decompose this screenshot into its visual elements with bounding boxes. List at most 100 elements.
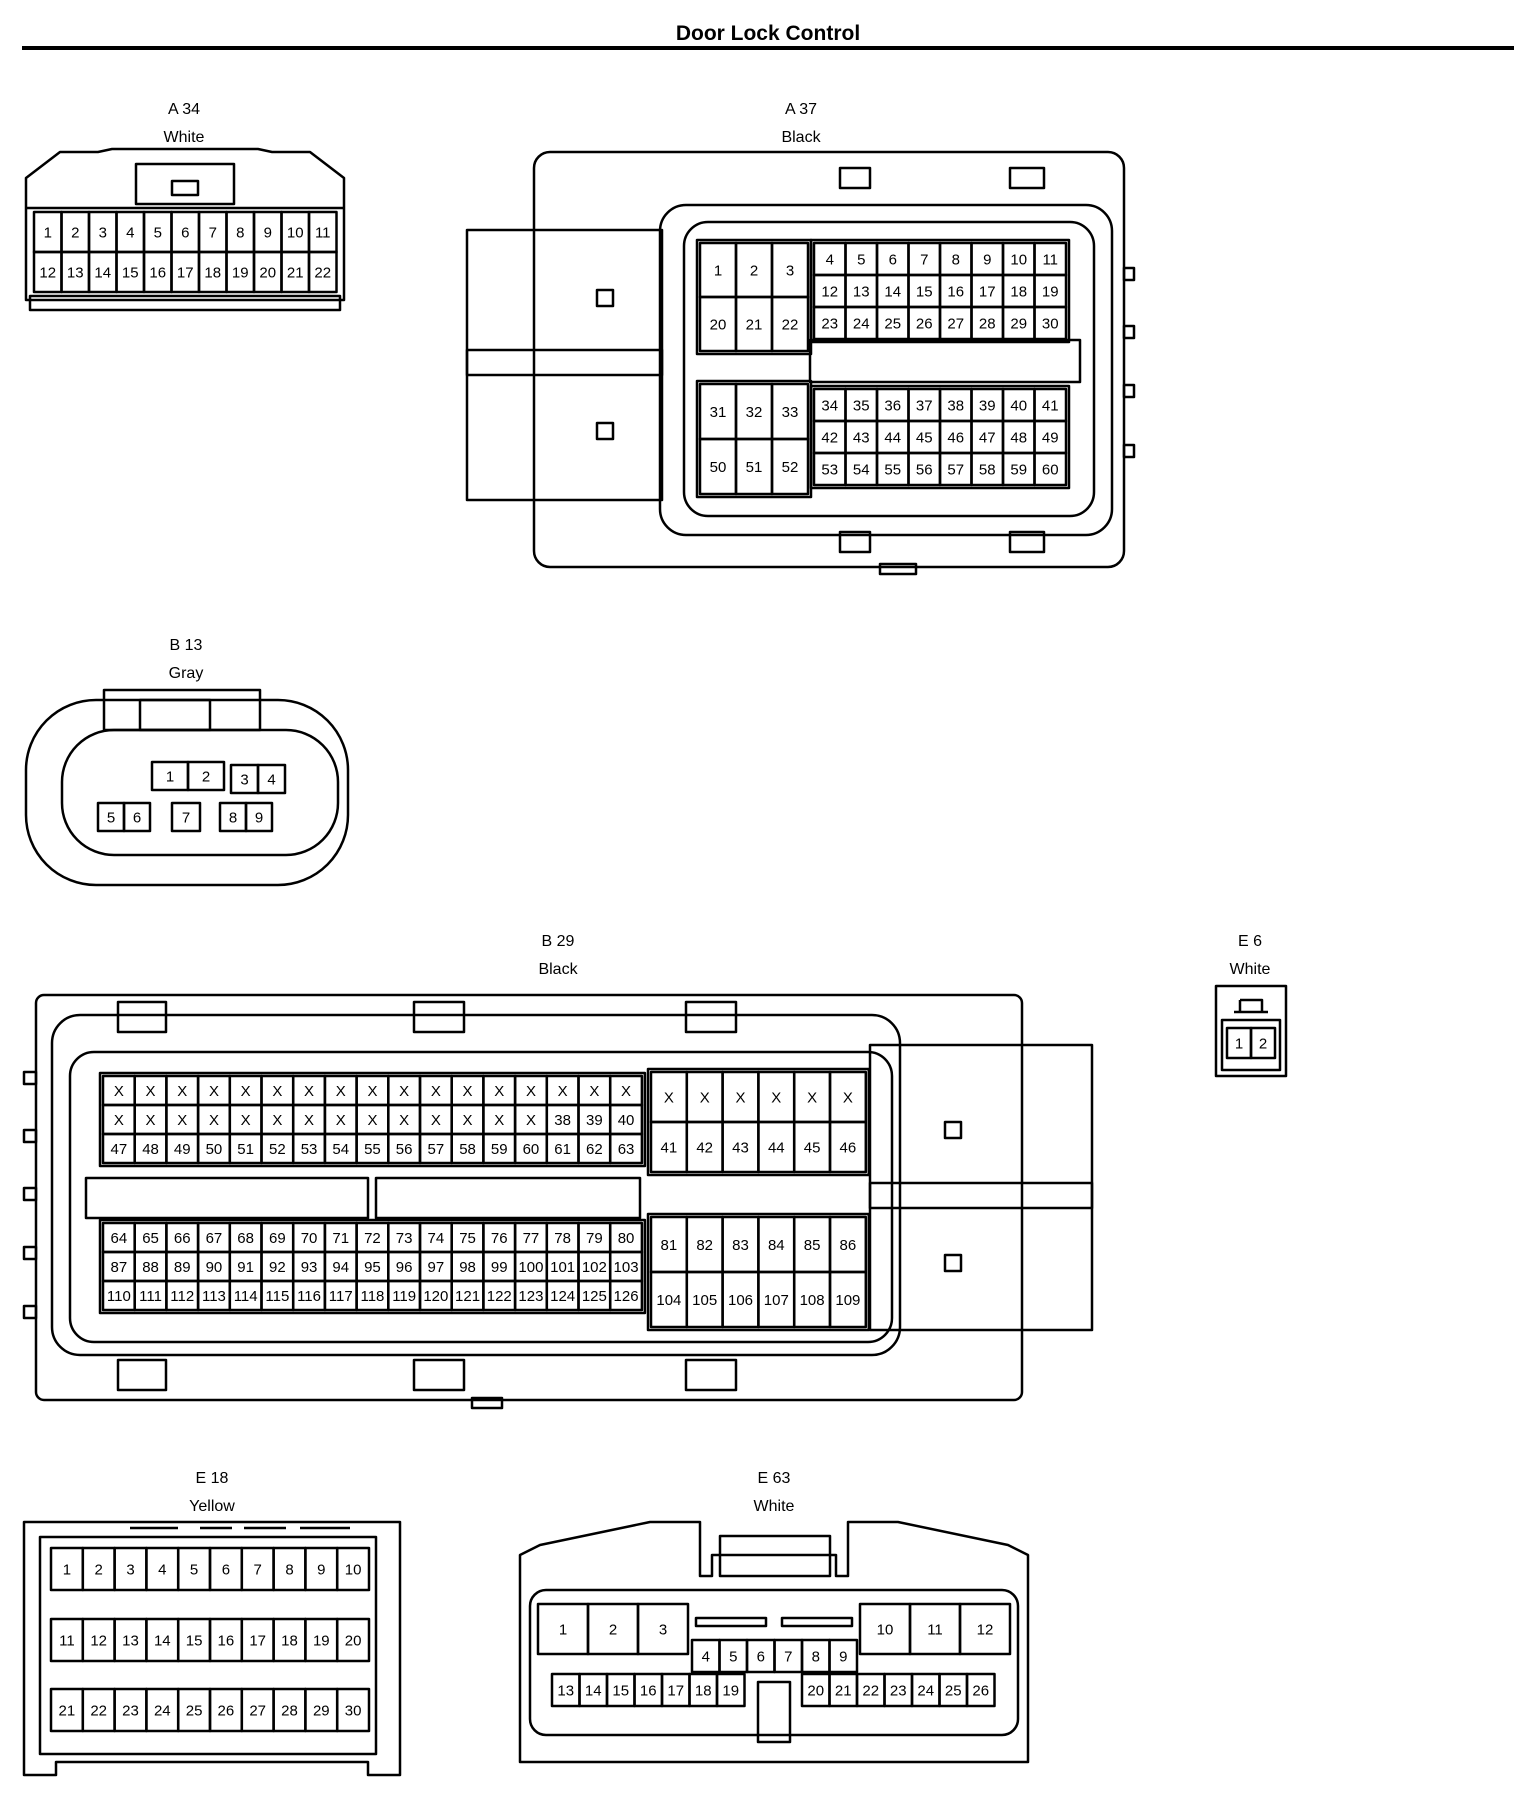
pin-number: 2 — [609, 1622, 617, 1639]
b29-pin: X — [323, 1103, 358, 1136]
pin-number: 30 — [1042, 316, 1059, 333]
pin-number: 22 — [314, 265, 331, 282]
b29-pin: 94 — [323, 1250, 358, 1283]
b29-pin: 45 — [792, 1120, 832, 1174]
pin-number: 109 — [835, 1292, 860, 1309]
b29-pin: 78 — [545, 1221, 580, 1254]
connector-e63-slot — [780, 1616, 854, 1628]
pin-number: 71 — [332, 1230, 349, 1247]
connector-b29-nub — [22, 1128, 38, 1144]
e18-pin: 5 — [176, 1546, 212, 1592]
pin-number: 97 — [428, 1259, 445, 1276]
pin-number: 29 — [1010, 316, 1027, 333]
e18-pin: 28 — [272, 1687, 307, 1733]
pin-number: 18 — [204, 265, 221, 282]
e18-pin: 21 — [49, 1687, 85, 1733]
connector-b13-face — [60, 728, 340, 857]
pin-number: 52 — [269, 1141, 286, 1158]
pin-number: 58 — [459, 1141, 476, 1158]
a34-pin: 4 — [115, 210, 146, 254]
a37-pin: 49 — [1033, 419, 1068, 455]
pin-number: X — [304, 1083, 314, 1100]
pin-number: 78 — [554, 1230, 571, 1247]
pin-cell — [828, 1270, 868, 1329]
pin-number: 16 — [218, 1633, 235, 1650]
connector-e18-housing — [22, 1520, 402, 1777]
a37-pin: 35 — [844, 387, 879, 423]
pin-cell — [307, 250, 338, 294]
pin-number: 45 — [804, 1140, 821, 1157]
e18-pin: 10 — [335, 1546, 371, 1592]
pin-number: 101 — [550, 1259, 575, 1276]
e18-pin: 20 — [335, 1617, 371, 1663]
a34-pin: 2 — [60, 210, 91, 254]
pin-number: 63 — [618, 1141, 635, 1158]
a37-pin: 59 — [1001, 451, 1036, 487]
pin-number: 14 — [94, 265, 111, 282]
pin-number: 3 — [126, 1562, 134, 1579]
pin-number: 3 — [240, 772, 248, 789]
pin-number: 20 — [259, 265, 276, 282]
pin-number: X — [700, 1090, 710, 1107]
pin-number: 27 — [249, 1703, 266, 1720]
connector-b29-nub — [22, 1070, 38, 1086]
b29-pin: 91 — [228, 1250, 263, 1283]
e63-pin: 10 — [858, 1602, 912, 1656]
a37-pin: 29 — [1001, 305, 1036, 341]
pin-number: 47 — [979, 430, 996, 447]
b29-pin: 60 — [513, 1132, 549, 1165]
pin-number: 2 — [95, 1562, 103, 1579]
pin-number: 1 — [166, 769, 174, 786]
connector-b29-tab — [116, 1000, 168, 1034]
b29-pin: 87 — [101, 1250, 136, 1283]
b29-pin: 53 — [291, 1132, 327, 1165]
pin-number: X — [177, 1083, 187, 1100]
b29-pin: 55 — [355, 1132, 390, 1165]
b29-pin: 43 — [721, 1120, 760, 1174]
connector-e63-slot — [694, 1616, 768, 1628]
pin-number: 46 — [947, 430, 964, 447]
pin-number: 42 — [696, 1140, 713, 1157]
e63-pin: 18 — [688, 1672, 719, 1708]
e18-pin: 18 — [272, 1617, 307, 1663]
a37-pin: 1 — [698, 241, 738, 299]
pin-cell — [770, 295, 810, 353]
pin-number: 119 — [392, 1288, 416, 1305]
b29-pin: 38 — [545, 1103, 580, 1136]
a37-pin: 44 — [875, 419, 910, 455]
pin-number: 24 — [154, 1703, 171, 1720]
pin-number: 13 — [853, 284, 870, 301]
b29-pin: 40 — [608, 1103, 644, 1136]
pin-number: 90 — [206, 1259, 223, 1276]
pin-number: 112 — [170, 1288, 194, 1305]
e63-pin: 20 — [800, 1672, 831, 1708]
pin-cell — [770, 437, 810, 496]
pin-number: 68 — [237, 1230, 254, 1247]
pin-number: 10 — [877, 1622, 894, 1639]
e18-pin: 15 — [176, 1617, 212, 1663]
pin-number: 33 — [782, 404, 799, 421]
a37-pin: 33 — [770, 382, 810, 441]
pin-cell — [958, 1602, 1012, 1656]
e63-pin: 26 — [965, 1672, 996, 1708]
pin-number: 87 — [111, 1259, 128, 1276]
b29-pin: 121 — [450, 1279, 485, 1312]
b29-pin: 120 — [418, 1279, 453, 1312]
b29-pin: X — [133, 1074, 168, 1107]
b29-pin: X — [165, 1074, 200, 1107]
b29-pin: 106 — [721, 1270, 760, 1329]
pin-number: 121 — [455, 1288, 480, 1305]
pin-number: 2 — [1259, 1036, 1267, 1053]
b29-pin: X — [450, 1103, 485, 1136]
b29-pin: X — [513, 1103, 549, 1136]
b29-pin: X — [260, 1103, 295, 1136]
pin-number: 123 — [518, 1288, 543, 1305]
pin-number: 23 — [890, 1683, 907, 1700]
a37-pin: 46 — [938, 419, 973, 455]
a37-pin: 14 — [875, 273, 910, 309]
pin-number: 5 — [857, 252, 865, 269]
e18-pin: 6 — [208, 1546, 244, 1592]
pin-number: X — [336, 1112, 346, 1129]
pin-number: 30 — [345, 1703, 362, 1720]
